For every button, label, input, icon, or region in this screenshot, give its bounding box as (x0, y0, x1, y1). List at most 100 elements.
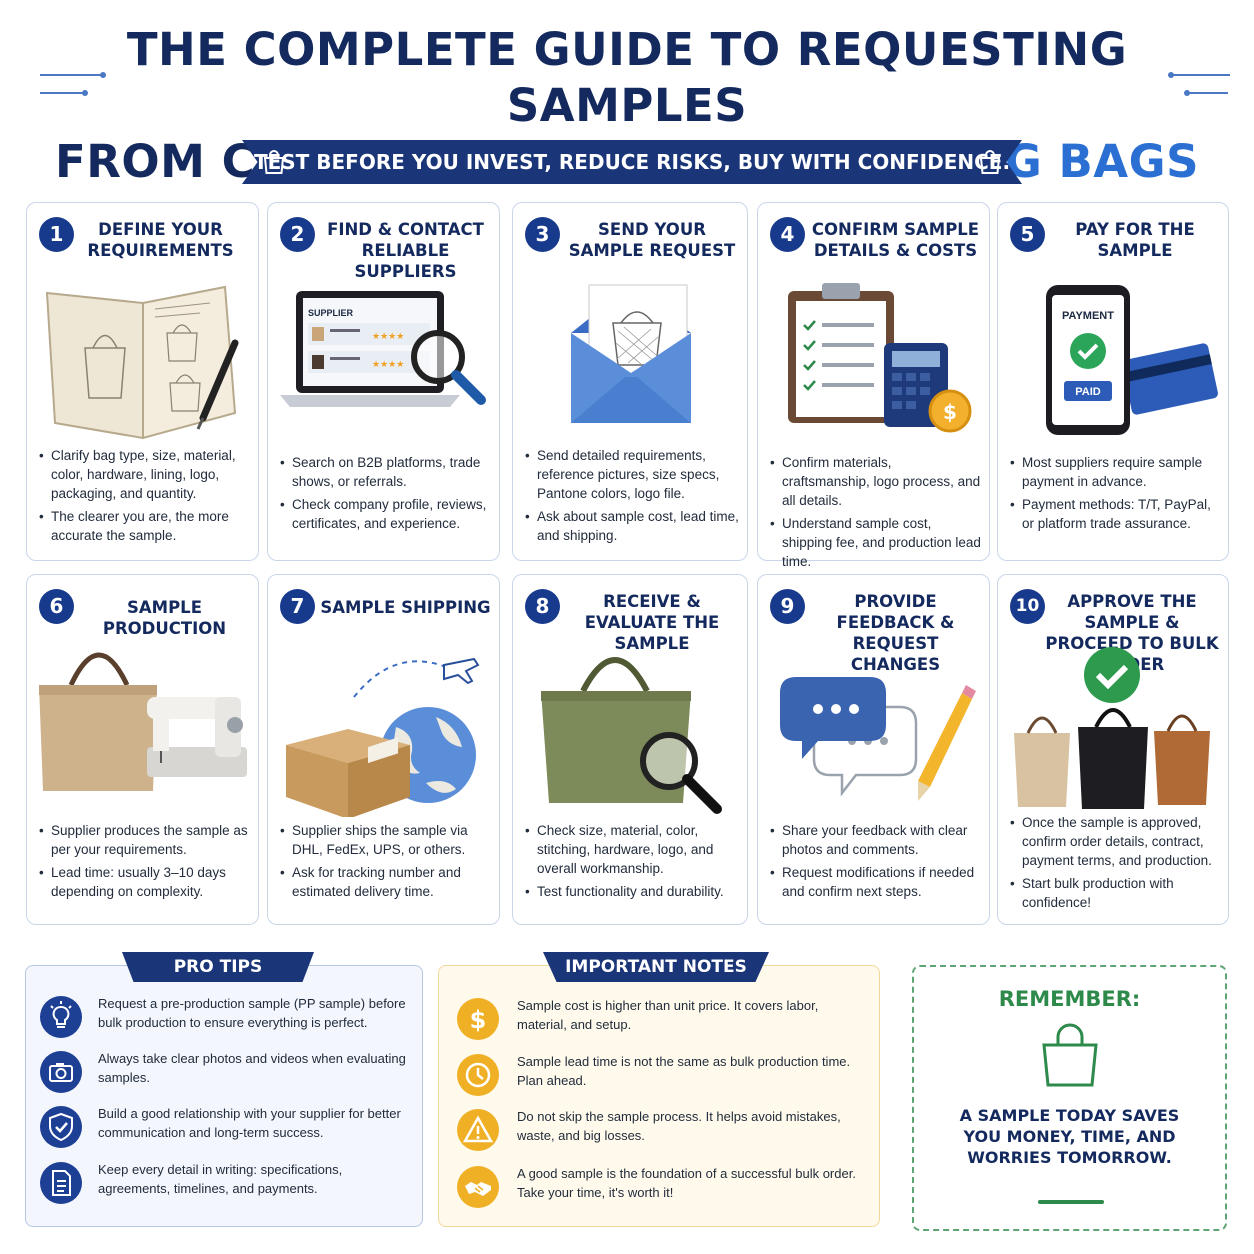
step-number: 6 (39, 589, 74, 624)
step-number: 1 (39, 217, 74, 252)
bullet: Once the sample is approved, confirm ord… (1010, 813, 1220, 870)
lightbulb-icon (40, 996, 82, 1038)
step-card-5: 5 PAY FOR THE SAMPLE PAYMENT PAID Most s… (997, 202, 1229, 561)
step-title: FIND & CONTACT RELIABLE SUPPLIERS (327, 220, 484, 281)
chat-pencil-icon (780, 677, 976, 801)
bullet: Search on B2B platforms, trade shows, or… (280, 453, 491, 491)
bullet: Supplier produces the sample as per your… (39, 821, 250, 859)
step-card-1: 1 DEFINE YOUR REQUIREMENTS Clarify bag t… (26, 202, 259, 561)
remember-title: REMEMBER: (998, 987, 1141, 1011)
bullet: Lead time: usually 3–10 days depending o… (39, 863, 250, 901)
step-bullets: Search on B2B platforms, trade shows, or… (280, 453, 491, 537)
svg-text:$: $ (943, 400, 957, 424)
tagline-ribbon: TEST BEFORE YOU INVEST, REDUCE RISKS, BU… (242, 140, 1022, 184)
shield-check-icon (40, 1106, 82, 1148)
important-notes-label: IMPORTANT NOTES (543, 952, 769, 982)
step-title: CONFIRM SAMPLE DETAILS & COSTS (811, 220, 980, 260)
bullet: Clarify bag type, size, material, color,… (39, 446, 250, 503)
step-card-2: 2 FIND & CONTACT RELIABLE SUPPLIERS SUPP… (267, 202, 500, 561)
bullet: Most suppliers require sample payment in… (1010, 453, 1220, 491)
bullet: Ask for tracking number and estimated de… (280, 863, 491, 901)
step-title: RECEIVE & EVALUATE THE SAMPLE (584, 592, 720, 653)
envelope-icon (571, 284, 691, 423)
paid-badge: PAID (1075, 386, 1101, 398)
step-card-10: 10 APPROVE THE SAMPLE & PROCEED TO BULK … (997, 574, 1229, 925)
bullet: Ask about sample cost, lead time, and sh… (525, 507, 739, 545)
remember-text: A SAMPLE TODAY SAVES YOU MONEY, TIME, AN… (959, 1106, 1180, 1167)
step-bullets: Clarify bag type, size, material, color,… (39, 446, 250, 549)
note-item: A good sample is the foundation of a suc… (453, 1164, 869, 1212)
laptop-magnifier-icon: SUPPLIER ★★★★ ★★★★ (280, 291, 486, 407)
step-bullets: Once the sample is approved, confirm ord… (1010, 813, 1220, 916)
step-card-7: 7 SAMPLE SHIPPING Supplier ships the sam… (267, 574, 500, 925)
step-card-3: 3 SEND YOUR SAMPLE REQUEST Send detailed… (512, 202, 748, 561)
step-number: 5 (1010, 217, 1045, 252)
svg-text:$: $ (470, 1006, 487, 1034)
step-title: SAMPLE SHIPPING (320, 598, 491, 617)
title-line-1: THE COMPLETE GUIDE TO REQUESTING SAMPLES (126, 23, 1128, 132)
step-title: PROVIDE FEEDBACK & REQUEST CHANGES (836, 592, 955, 674)
bullet: Confirm materials, craftsmanship, logo p… (770, 453, 981, 510)
decorative-lines-left (40, 70, 110, 100)
step-bullets: Most suppliers require sample payment in… (1010, 453, 1220, 537)
step-number: 3 (525, 217, 560, 252)
tip-text: Build a good relationship with your supp… (98, 1106, 401, 1140)
step-number: 9 (770, 589, 805, 624)
note-item: Sample lead time is not the same as bulk… (453, 1052, 869, 1100)
bullet: Send detailed requirements, reference pi… (525, 446, 739, 503)
bullet: Payment methods: T/T, PayPal, or platfor… (1010, 495, 1220, 533)
dollar-icon: $ (457, 998, 499, 1040)
sketchbook-pen-icon (45, 285, 239, 440)
tip-text: Request a pre-production sample (PP samp… (98, 996, 406, 1030)
step-bullets: Send detailed requirements, reference pi… (525, 446, 739, 549)
bags-checkmark-icon (1014, 647, 1210, 809)
tip-item: Always take clear photos and videos when… (40, 1049, 412, 1097)
bullet: Start bulk production with confidence! (1010, 874, 1220, 912)
clipboard-calculator-icon: $ (788, 283, 972, 433)
bullet: Supplier ships the sample via DHL, FedEx… (280, 821, 491, 859)
clock-icon (457, 1054, 499, 1096)
box-globe-plane-icon (286, 657, 480, 817)
note-text: A good sample is the foundation of a suc… (517, 1166, 856, 1200)
tagline: TEST BEFORE YOU INVEST, REDUCE RISKS, BU… (253, 150, 1011, 174)
warning-icon (457, 1109, 499, 1151)
note-text: Sample lead time is not the same as bulk… (517, 1054, 851, 1088)
shopping-bag-icon (263, 150, 285, 174)
step-number: 8 (525, 589, 560, 624)
tip-item: Build a good relationship with your supp… (40, 1104, 412, 1152)
note-text: Sample cost is higher than unit price. I… (517, 998, 819, 1032)
note-text: Do not skip the sample process. It helps… (517, 1109, 841, 1143)
step-bullets: Supplier produces the sample as per your… (39, 821, 250, 905)
tip-text: Always take clear photos and videos when… (98, 1051, 406, 1085)
svg-text:★★★★: ★★★★ (372, 332, 404, 342)
screen-label: SUPPLIER (308, 308, 354, 318)
phone-label: PAYMENT (1062, 310, 1114, 322)
bullet: Check size, material, color, stitching, … (525, 821, 739, 878)
step-title: DEFINE YOUR REQUIREMENTS (87, 220, 234, 260)
bullet: Share your feedback with clear photos an… (770, 821, 981, 859)
camera-icon (40, 1051, 82, 1093)
step-number: 2 (280, 217, 315, 252)
bag-sewing-machine-icon (39, 652, 247, 791)
decorative-lines-right (1168, 70, 1238, 100)
step-bullets: Supplier ships the sample via DHL, FedEx… (280, 821, 491, 905)
handshake-icon (457, 1166, 499, 1208)
step-card-8: 8 RECEIVE & EVALUATE THE SAMPLE Check si… (512, 574, 748, 925)
shopping-bag-icon (1042, 1023, 1098, 1087)
bag-magnifier-icon (541, 657, 722, 814)
step-card-9: 9 PROVIDE FEEDBACK & REQUEST CHANGES Sha… (757, 574, 990, 925)
step-title: SEND YOUR SAMPLE REQUEST (568, 220, 736, 260)
step-title: SAMPLE PRODUCTION (102, 598, 227, 638)
shopping-bag-icon (979, 150, 1001, 174)
pro-tips-label: PRO TIPS (122, 952, 314, 982)
step-bullets: Share your feedback with clear photos an… (770, 821, 981, 905)
tip-text: Keep every detail in writing: specificat… (98, 1162, 343, 1196)
step-number: 4 (770, 217, 805, 252)
step-bullets: Check size, material, color, stitching, … (525, 821, 739, 905)
tip-item: Request a pre-production sample (PP samp… (40, 994, 412, 1042)
bullet: Understand sample cost, shipping fee, an… (770, 514, 981, 571)
step-number: 10 (1010, 589, 1045, 624)
step-card-4: 4 CONFIRM SAMPLE DETAILS & COSTS $ Confi… (757, 202, 990, 569)
important-notes-panel: IMPORTANT NOTES $ Sample cost is higher … (438, 952, 880, 1227)
pro-tips-panel: PRO TIPS Request a pre-production sample… (25, 952, 423, 1227)
